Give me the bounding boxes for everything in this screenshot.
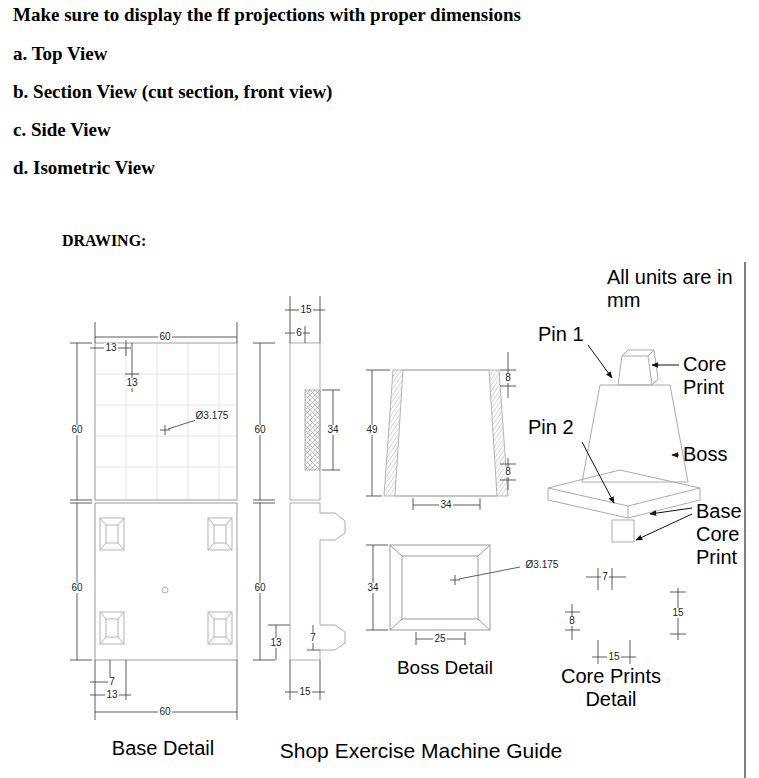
dimension-text: Ø3.175 (195, 411, 230, 421)
instruction-item: b. Section View (cut section, front view… (13, 81, 332, 103)
instruction-heading: Make sure to display the ff projections … (13, 4, 521, 26)
dimension-text: 7 (108, 677, 116, 687)
dimension-text: 15 (607, 652, 620, 662)
part-label: Core Print (683, 353, 755, 399)
view-title: Base Detail (112, 737, 214, 760)
dimension-text: 60 (158, 332, 171, 342)
dimension-text: 60 (253, 425, 266, 435)
instruction-item: d. Isometric View (13, 157, 155, 179)
view-title: Core Prints Detail (551, 665, 671, 711)
dimension-text: 13 (125, 378, 138, 388)
dimension-text: 34 (366, 583, 379, 593)
part-label: Base Core Print (696, 500, 752, 569)
dimension-text: 34 (326, 425, 339, 435)
dimension-text: 60 (253, 583, 266, 593)
dimension-text: Ø3.175 (525, 560, 560, 570)
part-label: Pin 1 (538, 323, 584, 346)
dimension-text: 6 (295, 328, 303, 338)
units-note: All units are in mm (607, 266, 742, 312)
drawing-title: Shop Exercise Machine Guide (280, 739, 563, 763)
view-title: Boss Detail (397, 657, 493, 679)
section-heading: DRAWING: (62, 232, 146, 250)
dimension-text: 13 (105, 690, 118, 700)
dimension-text: 8 (504, 467, 512, 477)
dimension-text: 15 (298, 687, 311, 697)
dimension-text: 7 (309, 633, 317, 643)
part-label: Boss (683, 443, 727, 466)
dimension-text: 13 (269, 638, 282, 648)
instruction-item: c. Side View (13, 119, 111, 141)
dimension-text: 7 (601, 572, 609, 582)
dimension-text: 8 (504, 373, 512, 383)
dimension-text: 60 (70, 583, 83, 593)
dimension-text: 8 (568, 616, 576, 626)
dimension-text: 25 (433, 634, 446, 644)
dimension-text: 60 (70, 425, 83, 435)
dimension-text: 13 (104, 343, 117, 353)
dimension-text: 15 (299, 305, 312, 315)
instruction-item: a. Top View (13, 43, 108, 65)
dimension-text: 49 (365, 425, 378, 435)
part-label: Pin 2 (528, 416, 574, 439)
dimension-text: 15 (671, 608, 684, 618)
dimension-text: 60 (158, 707, 171, 717)
dimension-text: 34 (439, 500, 452, 510)
